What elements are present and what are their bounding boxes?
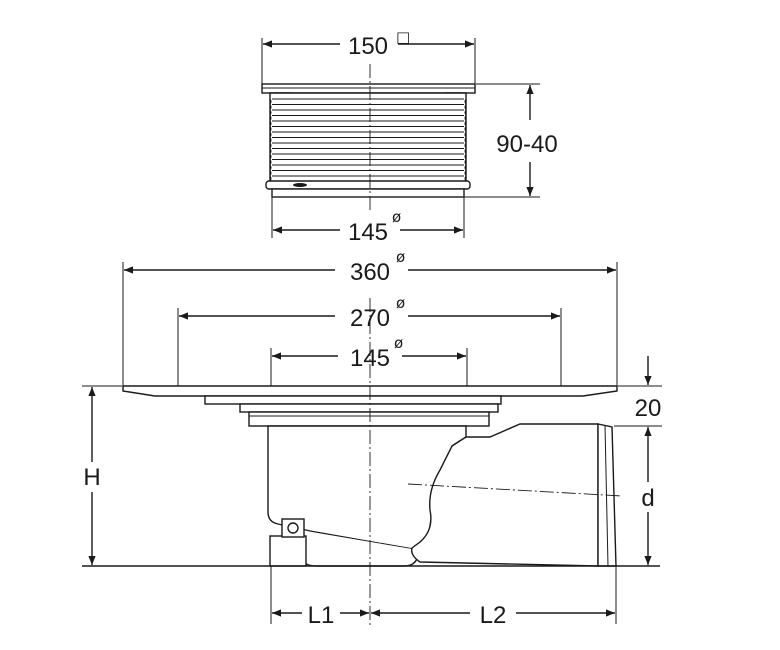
middle-diameter-dimension: 270 ø	[177, 294, 562, 388]
body-ring-upper	[239, 403, 499, 413]
drain-body-view: 360 ø 270 ø 145 ø	[82, 248, 662, 629]
grate-height-label: 90-40	[496, 131, 557, 158]
flange-diameter-label: 360	[350, 259, 390, 286]
outlet-diameter-label: d	[641, 485, 654, 512]
grate-diameter-dimension: 145 ø	[271, 197, 465, 246]
grate-width-label: 150	[348, 33, 388, 60]
support-foot	[269, 535, 307, 567]
grate-diameter-label: 145	[348, 219, 388, 246]
outlet-bend	[410, 423, 599, 567]
flange-thickness-dimension: 20	[618, 356, 662, 422]
outlet-diameter-dimension: d	[614, 425, 662, 565]
offset-right-label: L2	[480, 602, 507, 629]
square-symbol: □	[396, 28, 410, 46]
body-ring-lower	[248, 411, 490, 427]
grate-height-dimension: 90-40	[464, 83, 558, 198]
offset-dimensions: L1 L2	[270, 566, 617, 629]
grate-view: 150 □ 90-40	[261, 28, 558, 246]
height-label: H	[83, 464, 100, 491]
diameter-symbol: ø	[396, 294, 405, 312]
grate-width-dimension: 150 □	[261, 28, 476, 84]
height-dimension: H	[82, 385, 122, 565]
diameter-symbol: ø	[394, 334, 403, 352]
flange-diameter-dimension: 360 ø	[122, 248, 618, 388]
diameter-symbol: ø	[396, 248, 405, 266]
diameter-symbol: ø	[392, 208, 401, 226]
inner-diameter-dimension: 145 ø	[270, 334, 468, 388]
offset-left-label: L1	[308, 602, 335, 629]
flange-thickness-label: 20	[635, 395, 662, 422]
flange-collar	[204, 395, 502, 405]
grate-ribbed-body	[269, 92, 467, 187]
outlet-center-line	[407, 483, 623, 497]
